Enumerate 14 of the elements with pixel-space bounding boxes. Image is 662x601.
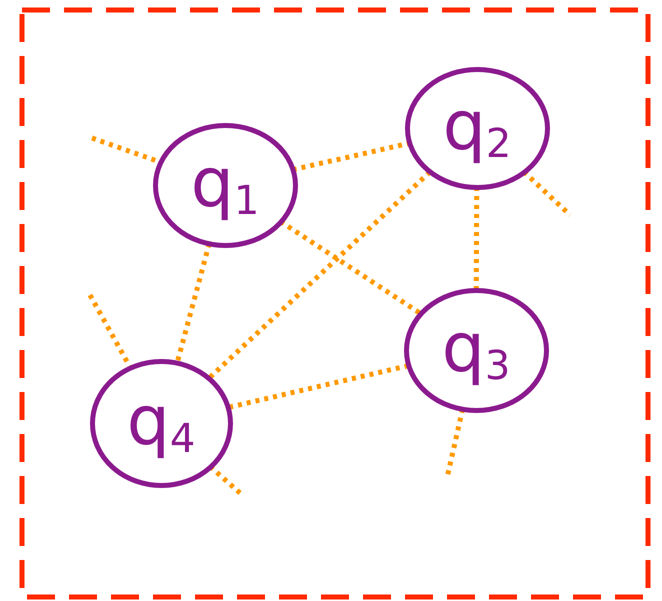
state-label: q$_{1}$ <box>190 150 260 220</box>
state-circle <box>90 358 232 488</box>
state-circle <box>404 66 550 190</box>
state-label: q$_{3}$ <box>442 314 510 386</box>
dotted-line <box>292 140 410 172</box>
state-circle <box>152 122 298 248</box>
dotted-line <box>207 170 432 380</box>
dotted-line <box>279 219 422 316</box>
state-label: q$_{2}$ <box>442 92 512 164</box>
dotted-line <box>522 170 572 217</box>
state-label: q$_{4}$ <box>126 388 196 458</box>
dotted-line <box>208 464 242 495</box>
state-circle <box>404 288 548 412</box>
dotted-line <box>174 242 212 364</box>
